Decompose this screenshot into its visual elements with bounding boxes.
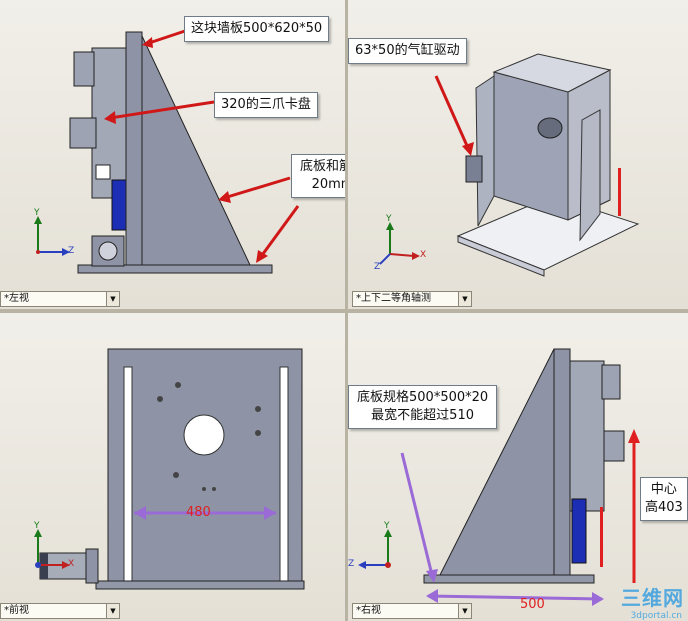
view-selector-left[interactable]: *左视 ▼ <box>0 291 120 307</box>
right-view-drawing <box>358 348 640 606</box>
front-view-drawing <box>34 348 305 590</box>
triad-y-label: Y <box>34 208 40 218</box>
center-height-callout: 中心高403 <box>640 477 688 521</box>
isometric-view-drawing <box>379 53 640 277</box>
triad-y-label-right: Y <box>384 521 390 531</box>
wall-plate-callout: 这块墙板500*620*50 <box>184 16 330 42</box>
cylinder-callout: 63*50的气缸驱动 <box>348 38 467 64</box>
dimension-500: 500 <box>520 597 545 612</box>
viewport-isometric-view[interactable]: 63*50的气缸驱动 Y X Z *上下二等角轴测 ▼ <box>348 0 688 309</box>
view-label-left: *左视 <box>4 293 29 304</box>
view-label-front: *前视 <box>4 605 29 616</box>
view-label-isometric: *上下二等角轴测 <box>356 293 431 304</box>
left-view-drawing <box>34 28 300 274</box>
watermark-url: 3dportal.cn <box>630 611 682 621</box>
view-label-right: *右视 <box>356 605 381 616</box>
triad-z-label: Z <box>68 246 75 256</box>
view-selector-isometric[interactable]: *上下二等角轴测 ▼ <box>352 291 472 307</box>
viewport-front-view[interactable]: 480 Y X *前视 ▼ <box>0 313 345 621</box>
chevron-down-icon[interactable]: ▼ <box>458 604 471 618</box>
triad-z-label-iso: Z <box>374 262 381 272</box>
triad-y-label-front: Y <box>34 521 40 531</box>
base-rib-callout: 底板和筋厚20mm <box>291 154 345 198</box>
chevron-down-icon[interactable]: ▼ <box>458 292 471 306</box>
dimension-480: 480 <box>186 505 211 520</box>
triad-y-label-iso: Y <box>386 214 392 224</box>
viewport-splitter-horizontal[interactable] <box>0 309 688 313</box>
chevron-down-icon[interactable]: ▼ <box>106 604 119 618</box>
chuck-callout: 320的三爪卡盘 <box>214 92 318 118</box>
chevron-down-icon[interactable]: ▼ <box>106 292 119 306</box>
view-selector-right[interactable]: *右视 ▼ <box>352 603 472 619</box>
triad-x-label-iso: X <box>420 250 427 260</box>
watermark-logo: 三维网 <box>621 586 684 610</box>
triad-x-label-front: X <box>68 559 75 569</box>
view-selector-front[interactable]: *前视 ▼ <box>0 603 120 619</box>
triad-z-label-right: Z <box>348 559 355 569</box>
